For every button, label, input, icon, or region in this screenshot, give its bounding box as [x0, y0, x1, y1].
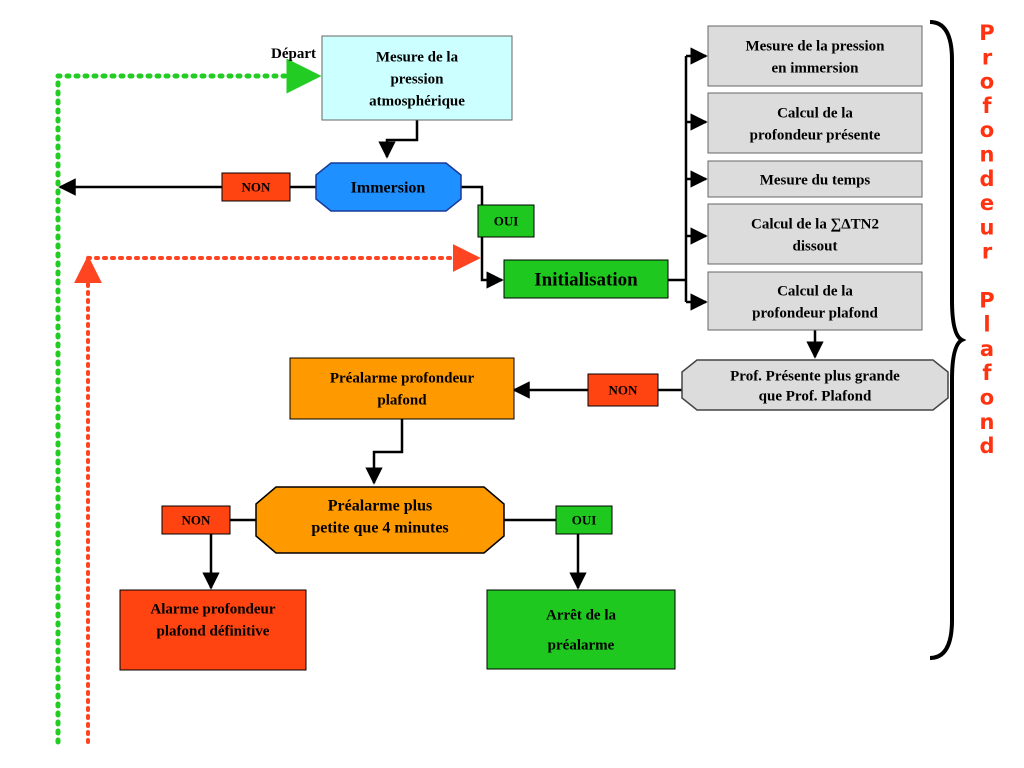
- node-text-line: Calcul de la ∑ΔTN2: [751, 216, 879, 232]
- node-stop-prealarm: Arrêt de la préalarme: [486, 589, 676, 670]
- vertical-label-letter: o: [980, 386, 994, 410]
- node-immersion-text: Immersion: [351, 180, 426, 197]
- node-text-line: profondeur présente: [750, 127, 881, 143]
- connector-immersion-to-oui: [461, 185, 484, 205]
- node-measure-atm: Mesure de la pression atmosphérique: [321, 35, 513, 121]
- node-non-prealarm-text: NON: [182, 513, 212, 528]
- node-non-prealarm: NON: [161, 505, 231, 535]
- node-alarm-final-text: Alarme profondeur plafond définitive: [150, 601, 275, 639]
- node-text-line: NON: [182, 513, 212, 528]
- node-non-compare-text: NON: [609, 383, 639, 398]
- node-text-line: pression: [390, 71, 444, 87]
- node-prealarm-check: Préalarme plus petite que 4 minutes: [255, 486, 505, 554]
- connectors: [58, 47, 824, 590]
- node-compare-depth: Prof. Présente plus grande que Prof. Plaf…: [681, 359, 949, 411]
- node-prealarm: Préalarme profondeur plafond: [289, 357, 515, 420]
- vertical-label-letter: l: [983, 313, 990, 337]
- node-prealarm-text: Préalarme profondeur plafond: [330, 370, 475, 408]
- node-non-immersion: NON: [221, 172, 291, 202]
- vertical-label-letter: o: [980, 70, 994, 94]
- node-text-line: que Prof. Plafond: [759, 388, 872, 404]
- node-text-line: atmosphérique: [369, 93, 465, 109]
- node-text-line: profondeur plafond: [752, 305, 878, 321]
- node-compare-depth-text: Prof. Présente plus grande que Prof. Plaf…: [730, 368, 900, 404]
- node-text-line: Mesure de la pression: [745, 38, 885, 54]
- node-text-line: OUI: [494, 214, 519, 229]
- node-text-line: NON: [242, 180, 272, 195]
- node-text-line: petite que 4 minutes: [311, 520, 448, 537]
- vertical-label-letter: e: [980, 191, 994, 215]
- node-calc-n2: Calcul de la ∑ΔTN2 dissout: [707, 203, 923, 265]
- vertical-label-letter: n: [980, 410, 995, 434]
- node-text-line: dissout: [792, 238, 837, 254]
- node-text-line: Mesure du temps: [760, 172, 871, 188]
- node-calc-present: Calcul de la profondeur présente: [707, 92, 923, 154]
- connector-oui-to-init: [480, 237, 504, 289]
- node-calc-n2-text: Calcul de la ∑ΔTN2 dissout: [751, 216, 879, 254]
- node-text-line: Initialisation: [534, 270, 638, 291]
- vertical-label-letter: f: [982, 361, 992, 385]
- node-initialisation: Initialisation: [503, 259, 669, 299]
- node-text-line: plafond définitive: [157, 623, 270, 639]
- node-immersion: Immersion: [315, 162, 462, 212]
- connector-prealarm-to-check: [365, 419, 404, 485]
- node-text-line: OUI: [572, 513, 597, 528]
- vertical-label-letter: d: [979, 434, 994, 458]
- node-text-line: Calcul de la: [777, 283, 853, 299]
- node-calc-present-text: Calcul de la profondeur présente: [750, 105, 881, 143]
- node-text-line: plafond: [377, 392, 427, 408]
- vertical-label-letter: r: [982, 45, 993, 69]
- node-text-line: NON: [609, 383, 639, 398]
- vertical-label-letter: n: [980, 143, 995, 167]
- start-label: Départ: [271, 46, 316, 62]
- node-stop-prealarm-text: Arrêt de la préalarme: [546, 607, 616, 653]
- vertical-label-letter: r: [982, 240, 993, 264]
- node-text-line: Mesure de la: [376, 49, 459, 65]
- node-text-line: Préalarme plus: [328, 498, 432, 515]
- node-measure-atm-text: Mesure de la pression atmosphérique: [369, 49, 465, 109]
- node-text-line: préalarme: [548, 637, 615, 653]
- node-oui-immersion: OUI: [477, 204, 535, 238]
- node-measure-time: Mesure du temps: [707, 160, 923, 198]
- node-oui-prealarm-text: OUI: [572, 513, 597, 528]
- node-calc-ceiling-text: Calcul de la profondeur plafond: [752, 283, 878, 321]
- node-non-immersion-text: NON: [242, 180, 272, 195]
- connector-measure-to-immersion: [378, 120, 419, 159]
- node-measure-immersion: Mesure de la pression en immersion: [707, 25, 923, 87]
- vertical-label-letter: P: [979, 288, 994, 312]
- node-alarm-final: Alarme profondeur plafond définitive: [119, 589, 307, 671]
- node-text-line: Alarme profondeur: [150, 601, 275, 617]
- node-oui-prealarm: OUI: [555, 505, 613, 535]
- vertical-label-letter: d: [979, 167, 994, 191]
- node-text-line: en immersion: [771, 60, 859, 76]
- node-non-compare: NON: [587, 373, 659, 407]
- right-brace: [929, 20, 967, 660]
- node-measure-time-text: Mesure du temps: [760, 172, 871, 188]
- node-text-line: Calcul de la: [777, 105, 853, 121]
- node-text-line: Arrêt de la: [546, 607, 616, 623]
- node-text-line: Immersion: [351, 180, 426, 197]
- node-initialisation-text: Initialisation: [534, 270, 638, 291]
- green-loop-line: [55, 58, 322, 745]
- node-oui-immersion-text: OUI: [494, 214, 519, 229]
- vertical-label-letter: P: [979, 21, 994, 45]
- node-measure-immersion-text: Mesure de la pression en immersion: [745, 38, 885, 76]
- node-text-line: Préalarme profondeur: [330, 370, 475, 386]
- vertical-label-letter: a: [980, 337, 994, 361]
- vertical-label-letter: f: [982, 94, 992, 118]
- vertical-label-letter: u: [980, 215, 995, 239]
- node-calc-ceiling: Calcul de la profondeur plafond: [707, 271, 923, 331]
- vertical-label-letter: o: [980, 118, 994, 142]
- node-text-line: Prof. Présente plus grande: [730, 368, 900, 384]
- node-prealarm-check-text: Préalarme plus petite que 4 minutes: [311, 498, 448, 537]
